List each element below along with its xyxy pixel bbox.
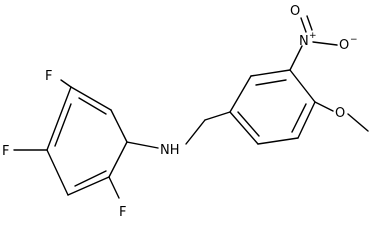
nitro-o-charge: − bbox=[350, 35, 358, 45]
ring-bond bbox=[108, 141, 128, 178]
amine-nh-label: NH bbox=[160, 143, 180, 158]
fluorine-top-label: F bbox=[45, 69, 52, 84]
fluorine-bottom-label: F bbox=[119, 205, 126, 220]
c-f-bond bbox=[60, 79, 72, 88]
ring-double-bond bbox=[255, 79, 287, 86]
ring-bond bbox=[229, 75, 252, 113]
n-o-double-bond bbox=[300, 17, 307, 33]
ring-bond bbox=[110, 109, 128, 143]
structure-diagram: F F F NH N + O O − O bbox=[2, 4, 369, 220]
nitro-n-charge: + bbox=[309, 31, 317, 41]
ch2-c-bond bbox=[204, 111, 231, 121]
n-o-double-bond bbox=[306, 15, 313, 31]
c-n-bond bbox=[126, 141, 159, 149]
ring-double-bond bbox=[237, 111, 260, 137]
ring-bond bbox=[229, 111, 259, 145]
fluorine-left-label: F bbox=[2, 144, 9, 159]
c-f-bond bbox=[108, 176, 120, 199]
o-methyl-bond bbox=[347, 113, 369, 132]
ring-double-bond bbox=[78, 97, 107, 115]
ring-bond bbox=[46, 149, 69, 196]
ring-bond bbox=[250, 69, 291, 77]
nitro-o-top-label: O bbox=[290, 4, 300, 19]
c-n-bond bbox=[289, 45, 303, 71]
ring-bond bbox=[70, 86, 112, 111]
ring-bond bbox=[67, 176, 110, 196]
nitro-n-label: N bbox=[299, 34, 309, 49]
ring-bond bbox=[297, 101, 316, 139]
nitro-o-right-label: O bbox=[339, 38, 349, 53]
n-o-single-bond bbox=[312, 41, 338, 46]
ring-bond bbox=[289, 69, 316, 103]
c-o-bond bbox=[314, 101, 334, 112]
trifluorophenyl-ring bbox=[46, 86, 128, 196]
n-ch2-bond bbox=[185, 119, 206, 145]
ring-double-bond bbox=[291, 103, 307, 133]
ring-double-bond bbox=[74, 170, 107, 187]
ring-bond bbox=[257, 137, 299, 145]
methoxy-o-label: O bbox=[335, 106, 345, 121]
ring-double-bond bbox=[54, 103, 72, 147]
ring-bond bbox=[46, 86, 72, 151]
nitromethoxyphenyl-ring bbox=[229, 69, 316, 145]
